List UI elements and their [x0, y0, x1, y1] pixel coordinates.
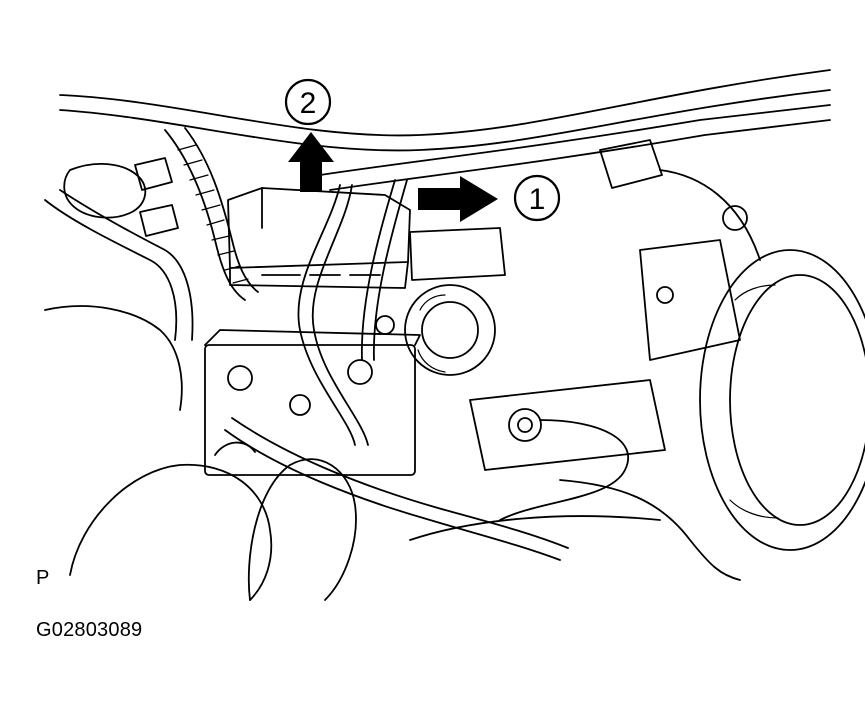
- callout-1: 1: [513, 174, 561, 222]
- upper-pipe-3: [319, 104, 831, 176]
- brake-booster: [699, 249, 865, 551]
- arrow-right-shape: [418, 176, 498, 222]
- actuator-body: [204, 344, 416, 476]
- actuator-port-1: [227, 365, 253, 391]
- booster-shading: [729, 284, 779, 519]
- right-bracket: [639, 239, 741, 361]
- upper-pipe-4: [329, 119, 831, 191]
- brake-line-d: [372, 179, 408, 361]
- right-fitting: [599, 139, 663, 189]
- lower-line-2: [231, 417, 569, 549]
- left-lower-hose: [44, 305, 183, 411]
- detail-strokes: [177, 144, 779, 519]
- right-bolt-2: [656, 286, 674, 304]
- direction-arrow-1: [418, 176, 498, 222]
- left-hose-inner: [59, 189, 194, 341]
- callout-1-label: 1: [529, 183, 546, 216]
- motor-shading: [417, 294, 446, 373]
- cylinder-fitting: [508, 408, 542, 442]
- brake-booster-rim: [729, 274, 865, 526]
- cylinder-fitting-inner: [517, 417, 533, 433]
- left-clamp-lower: [139, 204, 179, 237]
- left-hand-top: [63, 163, 147, 219]
- direction-arrow-2: [288, 132, 334, 192]
- left-hose-outer: [44, 199, 178, 341]
- brake-line-b: [311, 184, 369, 446]
- pump-motor-cap: [421, 301, 479, 359]
- lower-line-3: [409, 515, 661, 541]
- right-bolt-1: [722, 205, 748, 231]
- wire-harness: [164, 129, 246, 301]
- actuator-port-2: [289, 394, 311, 416]
- brake-line-c: [360, 179, 396, 361]
- view-code-label: P: [36, 567, 50, 589]
- center-bracket: [409, 227, 506, 281]
- actuator-port-3: [347, 359, 373, 385]
- actuator-port-4: [375, 315, 395, 335]
- pump-motor: [404, 284, 496, 376]
- upper-pipe-1: [59, 69, 831, 137]
- cylinder-line: [499, 419, 629, 521]
- callout-2-circle: [284, 78, 332, 126]
- figure-id-label: G02803089: [36, 619, 143, 641]
- actuator-top: [204, 329, 421, 346]
- left-clamp: [134, 157, 173, 191]
- callout-2: 2: [284, 78, 332, 126]
- hand-lower-left: [69, 463, 273, 601]
- lower-line-1: [224, 429, 561, 561]
- callout-2-label: 2: [300, 87, 317, 120]
- ecu-box-top: [227, 187, 411, 269]
- harness-corrugation: [177, 144, 249, 284]
- master-cylinder: [469, 379, 666, 471]
- engine-bay-illustration: [44, 69, 865, 601]
- right-line: [659, 169, 761, 261]
- brake-line-a: [297, 184, 356, 446]
- arrow-up-shape: [288, 132, 334, 192]
- right-lower-hose: [559, 479, 741, 581]
- upper-pipe-2: [59, 89, 831, 152]
- hand-thumb: [214, 441, 256, 456]
- hand-lower-right: [247, 458, 357, 601]
- callout-1-circle: [513, 174, 561, 222]
